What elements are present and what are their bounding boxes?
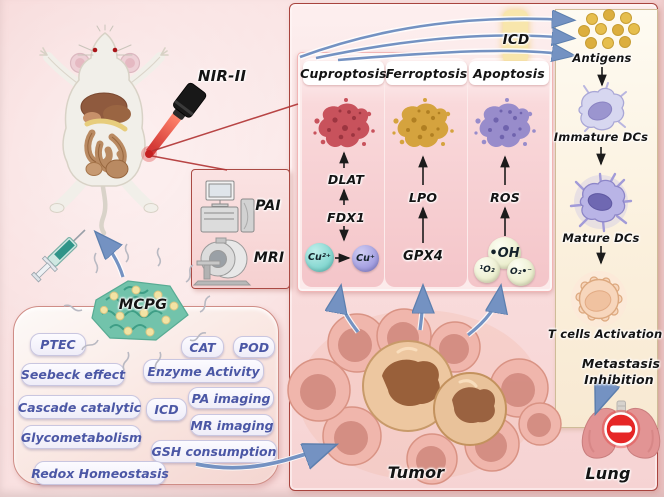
pill-pod: POD xyxy=(233,336,275,358)
zoom-callout-lines xyxy=(151,103,299,171)
mature-dcs-label: Mature DCs xyxy=(562,231,640,245)
syringe-icon xyxy=(30,229,86,283)
pill-gsh-consumption: GSH consumption xyxy=(151,440,277,463)
pill-mr-imaging: MR imaging xyxy=(190,414,274,436)
lung-label: Lung xyxy=(585,464,631,483)
pill-cat: CAT xyxy=(181,336,224,358)
immature-dcs-label: Immature DCs xyxy=(553,130,649,144)
pill-ptec: PTEC xyxy=(30,333,86,356)
header-apoptosis: Apoptosis xyxy=(469,61,549,85)
cu1-ion-circle: Cu⁺ xyxy=(352,245,379,272)
pill-enzyme-activity: Enzyme Activity xyxy=(143,359,264,383)
pill-redox-homeostasis: Redox Homeostasis xyxy=(31,461,169,485)
cu2-ion-circle: Cu²⁺ xyxy=(305,243,334,272)
pill-glycometabolism: Glycometabolism xyxy=(21,425,142,449)
header-ferroptosis: Ferroptosis xyxy=(386,61,467,85)
gpx4-label: GPX4 xyxy=(402,249,444,264)
fdx1-label: FDX1 xyxy=(326,210,366,225)
metastasis-label-line1: Metastasis xyxy=(581,356,661,371)
mcpg-label: MCPG xyxy=(118,297,168,313)
header-cuproptosis: Cuproptosis xyxy=(300,61,387,85)
antigens-label: Antigens xyxy=(572,51,632,65)
metastasis-label-line2: Inhibition xyxy=(584,372,654,387)
mri-label: MRI xyxy=(253,250,285,266)
laser-spot xyxy=(145,150,153,158)
tumor-label: Tumor xyxy=(387,463,445,482)
superoxide-circle: O₂•⁻ xyxy=(507,258,535,286)
pill-seebeck-effect: Seebeck effect xyxy=(21,363,125,386)
nir-ii-label: NIR-II xyxy=(197,67,247,85)
icd-tag-label: ICD xyxy=(502,32,530,48)
singlet-oxygen-circle: ¹O₂ xyxy=(474,257,500,283)
laser-beam xyxy=(146,113,181,157)
ros-label: ROS xyxy=(490,190,520,205)
pill-icd: ICD xyxy=(146,398,187,421)
imaging-equipment-box xyxy=(191,169,290,289)
mouse-organs xyxy=(80,92,131,179)
mouse-illustration xyxy=(39,24,169,236)
pai-label: PAI xyxy=(255,198,281,214)
laser-spot-glow xyxy=(141,146,157,162)
t-cells-activation-label: T cells Activation xyxy=(548,327,663,341)
lpo-label: LPO xyxy=(408,190,438,205)
dlat-label: DLAT xyxy=(327,172,365,187)
pill-pa-imaging: PA imaging xyxy=(188,387,274,409)
ferroptosis-column xyxy=(385,58,467,287)
pill-cascade-catalytic: Cascade catalytic xyxy=(18,395,141,419)
nir-laser-icon xyxy=(173,82,207,120)
